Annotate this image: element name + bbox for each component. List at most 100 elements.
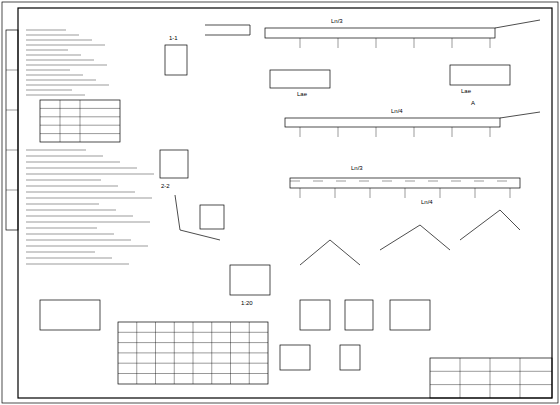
dimension-label: 1-1 xyxy=(168,35,179,42)
beam-end xyxy=(495,20,540,28)
section-detail xyxy=(160,150,188,178)
stroke xyxy=(26,228,97,229)
stroke xyxy=(26,174,154,175)
stroke xyxy=(26,186,118,187)
stroke xyxy=(249,322,250,384)
stroke xyxy=(26,264,129,265)
stroke xyxy=(26,40,92,41)
bottom-table xyxy=(118,322,268,384)
beam-elevation xyxy=(265,28,495,38)
hook-detail xyxy=(340,345,360,370)
stroke xyxy=(300,127,301,137)
stroke xyxy=(193,322,194,384)
stair-detail xyxy=(380,225,450,250)
stroke xyxy=(440,188,441,198)
stroke xyxy=(26,95,85,96)
stroke xyxy=(211,322,212,384)
stroke xyxy=(80,100,81,142)
stroke xyxy=(460,358,461,398)
stroke xyxy=(376,127,377,137)
stroke xyxy=(26,246,148,247)
stroke xyxy=(414,38,415,48)
stroke xyxy=(26,156,103,157)
stroke xyxy=(475,188,476,198)
stroke xyxy=(335,188,336,198)
stroke xyxy=(376,38,377,48)
title-block xyxy=(430,358,552,398)
section-detail xyxy=(390,300,430,330)
section-detail xyxy=(300,300,330,330)
stair-detail xyxy=(300,240,360,265)
section-detail xyxy=(200,205,224,229)
stroke xyxy=(26,150,86,151)
stroke xyxy=(414,127,415,137)
stroke xyxy=(26,168,137,169)
stroke xyxy=(300,188,301,198)
stroke xyxy=(26,55,81,56)
bar-detail xyxy=(40,300,100,330)
hook-detail xyxy=(280,345,310,370)
stroke xyxy=(26,240,131,241)
stroke xyxy=(26,198,152,199)
dimension-label: A xyxy=(470,100,476,107)
dimension-label: 2-2 xyxy=(160,183,171,190)
stroke xyxy=(510,188,511,198)
stroke xyxy=(452,38,453,48)
section-detail xyxy=(165,45,187,75)
small-table xyxy=(230,265,270,295)
stroke xyxy=(26,70,70,71)
stroke xyxy=(370,188,371,198)
stroke xyxy=(174,322,175,384)
beam-elevation xyxy=(285,118,500,127)
dimension-label: Lae xyxy=(460,88,472,95)
stroke xyxy=(382,181,392,182)
dimension-label: Ln/4 xyxy=(390,108,404,115)
stroke xyxy=(497,181,507,182)
stroke xyxy=(290,181,300,182)
stroke xyxy=(60,100,61,142)
stroke xyxy=(359,181,369,182)
dimension-label: Lae xyxy=(296,91,308,98)
cantilever xyxy=(205,25,250,35)
stroke xyxy=(490,38,491,48)
stair-detail xyxy=(175,195,220,240)
stroke xyxy=(26,234,114,235)
stroke xyxy=(230,322,231,384)
fine-strokes xyxy=(6,30,552,398)
stroke xyxy=(26,192,135,193)
stroke xyxy=(430,384,552,385)
stroke xyxy=(430,371,552,372)
dimension-label: Ln/3 xyxy=(350,165,364,172)
stroke xyxy=(452,127,453,137)
stroke xyxy=(336,181,346,182)
stroke xyxy=(26,162,120,163)
notes-table xyxy=(40,100,120,142)
stroke xyxy=(26,65,107,66)
dimension-label: 1:20 xyxy=(240,300,254,307)
stroke xyxy=(338,127,339,137)
stroke xyxy=(451,181,461,182)
stroke xyxy=(26,75,83,76)
stroke xyxy=(26,45,105,46)
dimension-label: Ln/4 xyxy=(420,199,434,206)
frame-border xyxy=(18,8,552,398)
stroke xyxy=(6,150,18,151)
beam-end xyxy=(500,112,540,118)
stroke xyxy=(520,358,521,398)
stroke xyxy=(26,60,94,61)
stroke xyxy=(6,70,18,71)
stroke xyxy=(26,30,66,31)
beam-elevation xyxy=(290,178,520,188)
stroke xyxy=(26,50,68,51)
stroke xyxy=(26,204,99,205)
stroke xyxy=(300,38,301,48)
stroke xyxy=(26,216,133,217)
stroke xyxy=(26,258,112,259)
column-detail xyxy=(270,70,330,88)
stroke xyxy=(155,322,156,384)
stroke xyxy=(338,38,339,48)
stroke xyxy=(26,85,109,86)
stroke xyxy=(136,322,137,384)
stair-detail xyxy=(460,210,520,240)
